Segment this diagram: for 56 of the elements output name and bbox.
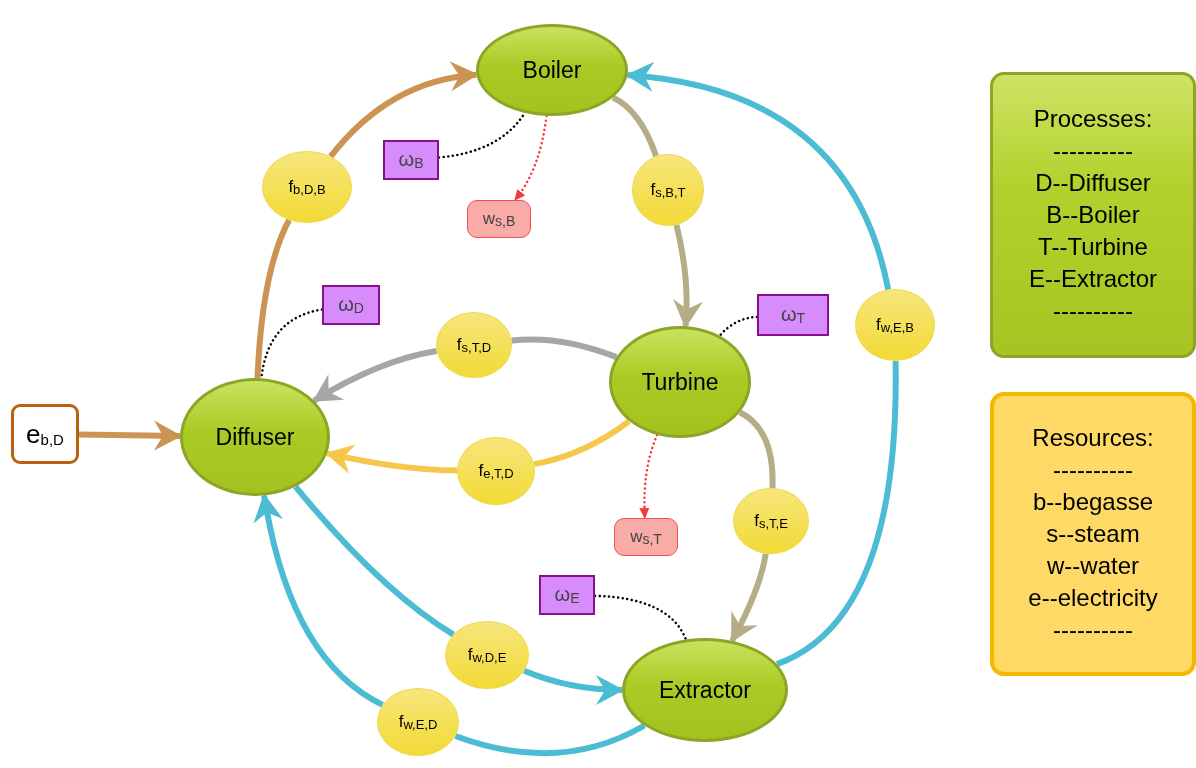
legend-text: ----------: [1053, 455, 1133, 485]
arrow: [523, 667, 624, 705]
flow-label: f$_{s,B,T}$: [650, 180, 686, 200]
legend-text: w--water: [1047, 551, 1139, 581]
weight-label: ω$_{D}$: [338, 293, 364, 317]
legend-text: e--electricity: [1028, 583, 1158, 613]
flow-label: f$_{w,E,D}$: [398, 712, 438, 732]
legend-text: ----------: [1053, 136, 1133, 166]
arrow: [328, 62, 479, 159]
connector-line: [533, 418, 631, 468]
weight-box: [322, 285, 380, 325]
process-name: Diffuser: [215, 423, 295, 451]
connector-line: [254, 218, 292, 379]
legend-text: b--begasse: [1032, 487, 1154, 517]
legend-panel: [990, 392, 1196, 676]
connector-line: [454, 722, 646, 757]
waste-label: w$_{s,B}$: [482, 208, 516, 230]
legend-panel: [990, 72, 1196, 358]
connector-line: [293, 484, 455, 638]
flow-label: f$_{s,T,E}$: [754, 511, 788, 531]
connector-line: [611, 94, 659, 158]
input-label: e$_{b,D}$: [26, 418, 64, 450]
dotted-arrow: [513, 114, 548, 202]
process-name: Turbine: [641, 368, 719, 396]
weight-label: ω$_{E}$: [554, 583, 580, 607]
weight-box: [757, 294, 829, 336]
legend-text: s--steam: [1046, 519, 1140, 549]
waste-box: [467, 200, 531, 238]
connector-line: [738, 409, 776, 489]
arrow: [325, 444, 458, 474]
weight-label: ω$_{T}$: [780, 303, 806, 327]
arrow: [312, 348, 438, 404]
flow-label: f$_{w,E,B}$: [876, 315, 914, 335]
weight-box: [383, 140, 439, 180]
legend-text: E--Extractor: [1029, 264, 1157, 294]
arrow: [78, 420, 182, 451]
input-box: [11, 404, 79, 464]
arrow: [625, 62, 892, 291]
waste-box: [614, 518, 678, 556]
legend-text: B--Boiler: [1046, 200, 1140, 230]
flow-label: f$_{w,D,E}$: [467, 645, 507, 665]
connector-line: [511, 336, 618, 360]
weight-label: ω$_{B}$: [398, 148, 424, 172]
legend-text: ----------: [1053, 296, 1133, 326]
weight-box: [539, 575, 595, 615]
legend-text: ----------: [1053, 615, 1133, 645]
waste-label: w$_{s,T}$: [630, 526, 662, 548]
process-name: Extractor: [659, 676, 751, 704]
flow-label: f$_{e,T,D}$: [478, 461, 514, 481]
legend-text: Resources:: [1032, 423, 1154, 453]
legend-text: D--Diffuser: [1035, 168, 1151, 198]
process-name: Boiler: [522, 56, 582, 84]
legend-text: T--Turbine: [1038, 232, 1148, 262]
flow-label: f$_{b,D,B}$: [288, 177, 326, 197]
legend-text: Processes:: [1033, 104, 1153, 134]
flow-label: f$_{s,T,D}$: [456, 335, 492, 355]
